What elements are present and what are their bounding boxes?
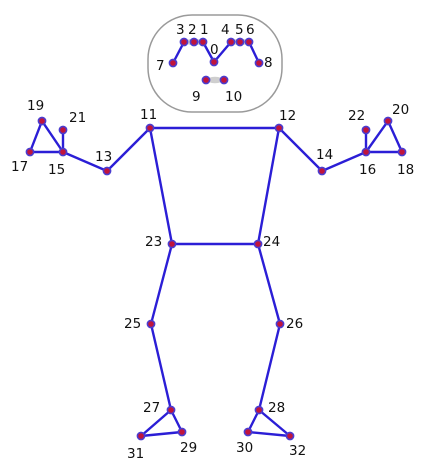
- connection-18-20: [386, 119, 404, 154]
- landmark-point-14: [317, 166, 327, 176]
- landmark-label-23: 23: [145, 234, 162, 250]
- landmark-label-32: 32: [289, 443, 306, 459]
- landmark-label-29: 29: [180, 440, 197, 456]
- landmark-point-13: [102, 166, 112, 176]
- landmark-point-18: [397, 147, 407, 157]
- landmark-label-30: 30: [236, 440, 253, 456]
- connection-15-19: [40, 119, 65, 154]
- landmark-label-6: 6: [246, 22, 255, 38]
- head-outline: [147, 14, 283, 113]
- landmark-label-8: 8: [264, 55, 273, 71]
- landmark-point-25: [146, 319, 156, 329]
- landmark-point-23: [167, 239, 177, 249]
- connection-12-14: [277, 126, 324, 173]
- landmark-label-18: 18: [397, 162, 414, 178]
- landmark-label-5: 5: [235, 22, 244, 38]
- landmark-label-1: 1: [200, 22, 209, 38]
- landmark-label-4: 4: [221, 22, 230, 38]
- landmark-points: [25, 37, 407, 441]
- landmark-point-10: [219, 75, 229, 85]
- landmark-label-12: 12: [279, 108, 296, 124]
- connection-27-31: [139, 408, 173, 438]
- landmark-point-26: [275, 319, 285, 329]
- landmark-label-27: 27: [143, 400, 160, 416]
- landmark-label-0: 0: [210, 42, 219, 58]
- landmark-label-14: 14: [316, 147, 333, 163]
- landmark-point-22: [361, 125, 371, 135]
- landmark-label-21: 21: [69, 110, 86, 126]
- landmark-point-12: [274, 123, 284, 133]
- connection-28-32: [257, 408, 292, 438]
- landmark-label-24: 24: [263, 234, 280, 250]
- landmark-point-16: [361, 147, 371, 157]
- landmark-point-7: [168, 58, 178, 68]
- landmark-label-25: 25: [124, 316, 141, 332]
- landmark-point-17: [25, 147, 35, 157]
- connection-24-26: [256, 242, 282, 326]
- landmark-label-19: 19: [27, 98, 44, 114]
- landmark-label-9: 9: [192, 89, 201, 105]
- landmark-point-4: [226, 37, 236, 47]
- landmark-point-28: [254, 405, 264, 415]
- landmark-label-13: 13: [95, 149, 112, 165]
- connection-30-32: [246, 430, 292, 438]
- landmark-point-24: [253, 239, 263, 249]
- landmark-label-31: 31: [127, 446, 144, 462]
- connection-14-16: [320, 150, 368, 173]
- connection-17-19: [28, 119, 44, 154]
- landmark-point-31: [136, 431, 146, 441]
- landmark-label-3: 3: [176, 22, 185, 38]
- connection-29-31: [139, 430, 184, 438]
- landmark-point-27: [166, 405, 176, 415]
- landmark-point-5: [235, 37, 245, 47]
- landmark-point-2: [189, 37, 199, 47]
- landmark-point-0: [209, 57, 219, 67]
- landmark-label-10: 10: [225, 89, 242, 105]
- landmark-label-15: 15: [48, 162, 65, 178]
- landmark-label-7: 7: [156, 58, 165, 74]
- connection-26-28: [257, 322, 282, 412]
- landmark-label-16: 16: [359, 162, 376, 178]
- landmark-point-11: [145, 123, 155, 133]
- connection-11-13: [105, 126, 152, 173]
- connection-23-25: [149, 242, 174, 326]
- landmark-label-26: 26: [286, 316, 303, 332]
- connection-13-15: [61, 150, 109, 173]
- landmark-label-20: 20: [392, 102, 409, 118]
- landmark-point-32: [285, 431, 295, 441]
- mouth-mark: [207, 76, 223, 84]
- landmark-point-8: [254, 58, 264, 68]
- connection-25-27: [149, 322, 173, 412]
- landmark-point-9: [201, 75, 211, 85]
- landmark-label-28: 28: [268, 400, 285, 416]
- landmark-point-29: [177, 427, 187, 437]
- landmark-label-11: 11: [140, 107, 157, 123]
- connection-11-23: [148, 126, 174, 246]
- connection-12-24: [256, 126, 281, 246]
- landmark-point-6: [244, 37, 254, 47]
- landmark-point-20: [383, 116, 393, 126]
- landmark-point-1: [198, 37, 208, 47]
- landmark-label-17: 17: [11, 159, 28, 175]
- landmark-label-2: 2: [188, 22, 197, 38]
- connection-16-20: [364, 119, 390, 154]
- landmark-point-3: [179, 37, 189, 47]
- landmark-point-19: [37, 116, 47, 126]
- skeleton-connections: [28, 40, 404, 438]
- landmark-point-30: [243, 427, 253, 437]
- landmark-label-22: 22: [348, 108, 365, 124]
- landmark-point-21: [58, 125, 68, 135]
- landmark-point-15: [58, 147, 68, 157]
